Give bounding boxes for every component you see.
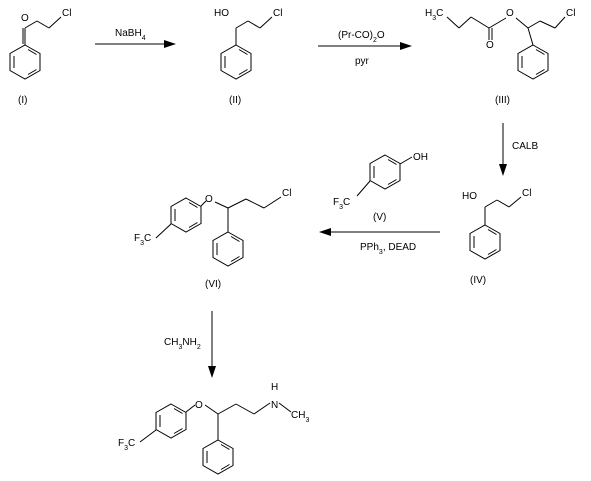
atom-cl: Cl	[273, 8, 282, 19]
atom-n: N	[271, 400, 278, 411]
atom-ho: HO	[462, 191, 477, 202]
reaction-arrow-3: CALB	[499, 123, 538, 176]
reaction-arrow-1: NaBH4	[95, 28, 176, 48]
atom-o: O	[195, 400, 203, 411]
compound-2: HO Cl (II)	[214, 8, 282, 106]
atom-o-carbonyl: O	[486, 40, 494, 51]
compound-label: (III)	[495, 95, 510, 106]
reagent-label-bottom: pyr	[355, 56, 370, 67]
compound-5: OH F3C (V)	[333, 152, 428, 223]
atom-ch3: CH3	[291, 410, 309, 424]
compound-3: H3C O O Cl (III)	[425, 8, 575, 106]
reagent-label-top: (Pr-CO)2O	[338, 30, 385, 44]
compound-label: (VI)	[205, 279, 221, 290]
reagent-label: NaBH4	[115, 28, 146, 42]
atom-cl: Cl	[566, 8, 575, 19]
reaction-arrow-5: CH3NH2	[164, 311, 216, 378]
atom-cl: Cl	[62, 8, 71, 19]
compound-label: (IV)	[470, 275, 486, 286]
reaction-arrow-2: (Pr-CO)2O pyr	[318, 30, 412, 67]
reagent-label: PPh3, DEAD	[360, 242, 416, 256]
product-compound: F3C O H N CH3	[118, 382, 309, 475]
atom-h3c: H3C	[425, 8, 443, 22]
atom-f3c: F3C	[333, 197, 350, 211]
atom-f3c: F3C	[134, 233, 151, 247]
reagent-label: CALB	[512, 141, 538, 152]
atom-o-ester: O	[506, 8, 514, 19]
compound-1: O Cl (I)	[9, 8, 71, 106]
atom-oh: OH	[413, 152, 428, 163]
atom-o: O	[21, 13, 29, 24]
compound-4: HO Cl (IV)	[462, 188, 531, 286]
compound-label: (II)	[229, 95, 241, 106]
compound-6: F3C O Cl (VI)	[134, 188, 291, 290]
atom-h: H	[271, 382, 278, 393]
atom-cl: Cl	[282, 188, 291, 199]
atom-f3c: F3C	[118, 438, 135, 452]
reaction-arrow-4: PPh3, DEAD	[319, 228, 440, 256]
compound-label: (V)	[373, 212, 386, 223]
reagent-label: CH3NH2	[164, 337, 201, 351]
compound-label: (I)	[18, 95, 27, 106]
atom-o: O	[205, 194, 213, 205]
atom-cl: Cl	[522, 188, 531, 199]
atom-ho: HO	[214, 8, 229, 19]
